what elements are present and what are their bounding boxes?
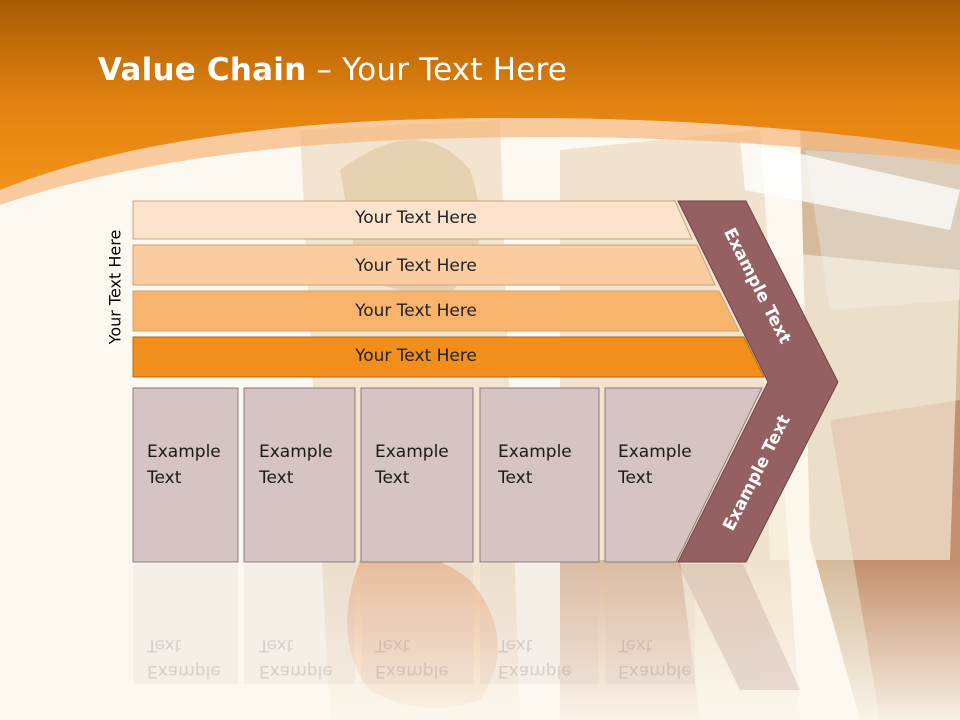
box-reflection-3: Example Text bbox=[375, 635, 449, 681]
box-label-4: Example Text bbox=[498, 442, 572, 488]
slide-title: Value Chain – Your Text Here bbox=[98, 52, 567, 88]
box-reflection-2: Example Text bbox=[259, 635, 333, 681]
title-bold: Value Chain bbox=[98, 52, 307, 88]
box-5-shape bbox=[604, 387, 763, 563]
reflection-group bbox=[133, 564, 800, 690]
bar-2-shape bbox=[132, 244, 716, 286]
box-1-shape bbox=[132, 387, 239, 563]
bar-label-3: Your Text Here bbox=[355, 301, 477, 321]
bar-3-shape bbox=[132, 290, 740, 332]
bar-1-shape bbox=[132, 200, 693, 240]
title-rest: – Your Text Here bbox=[306, 52, 568, 88]
bar-label-2: Your Text Here bbox=[355, 256, 477, 276]
box-label-1: Example Text bbox=[147, 442, 221, 488]
box-reflection-1: Example Text bbox=[147, 635, 221, 681]
chevron-arrow bbox=[677, 200, 839, 563]
box-3-shape bbox=[360, 387, 474, 563]
box-2-shape bbox=[243, 387, 356, 563]
bar-4-shape bbox=[132, 336, 765, 378]
bar-label-4: Your Text Here bbox=[355, 346, 477, 366]
box-reflection-4: Example Text bbox=[498, 635, 572, 681]
box-reflection-5: Example Text bbox=[618, 635, 692, 681]
box-label-3: Example Text bbox=[375, 442, 449, 488]
box-label-2: Example Text bbox=[259, 442, 333, 488]
bar-label-1: Your Text Here bbox=[355, 208, 477, 228]
box-label-5: Example Text bbox=[618, 442, 692, 488]
box-4-shape bbox=[479, 387, 600, 563]
